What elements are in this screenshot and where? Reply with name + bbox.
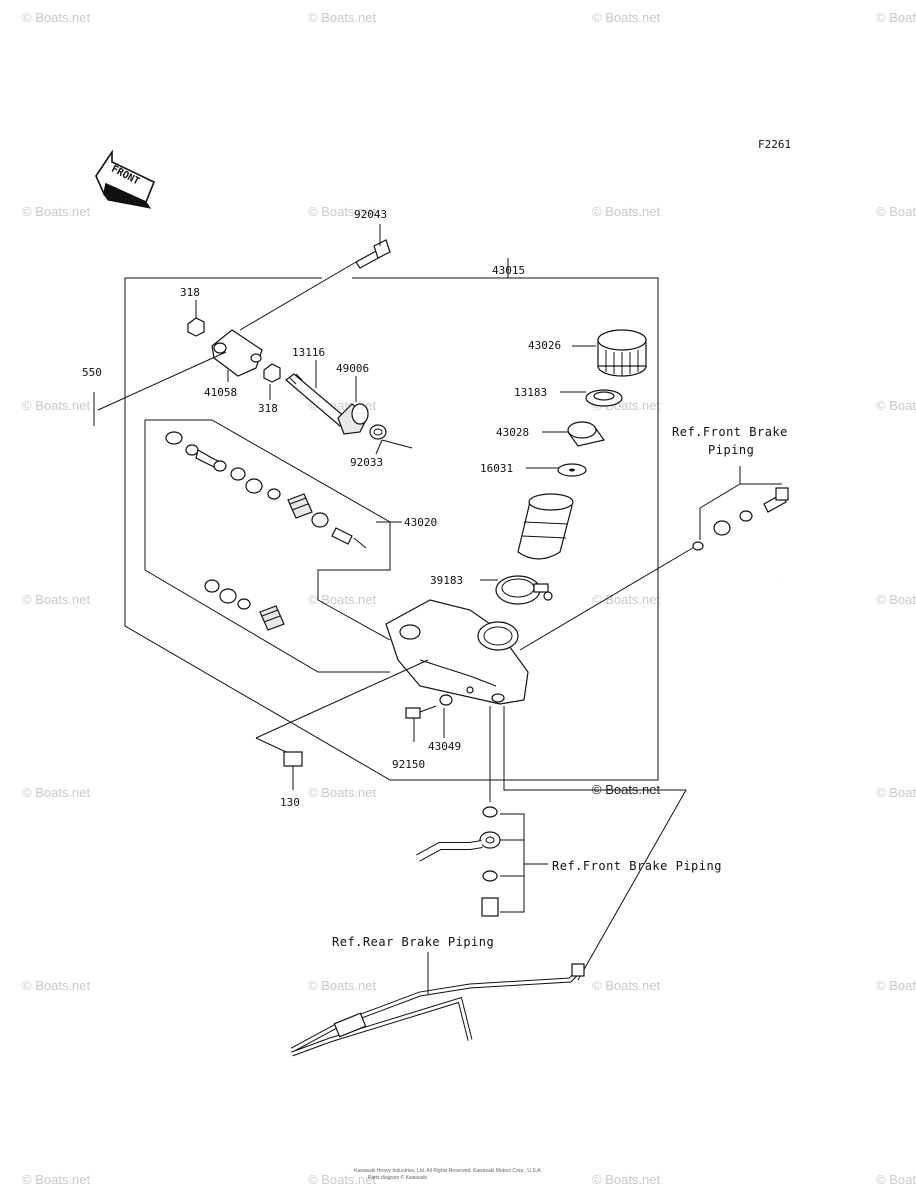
nut-318-lower — [263, 363, 281, 400]
part-labels: 92043 43015 318 550 41058 318 13116 4900… — [82, 208, 561, 809]
watermark: © Boats.net — [592, 592, 661, 607]
watermark: © Boats.net — [592, 10, 661, 25]
label-43020: 43020 — [404, 516, 437, 529]
nut-318-top — [187, 300, 205, 337]
label-318-top: 318 — [180, 286, 200, 299]
label-130: 130 — [280, 796, 300, 809]
label-16031: 16031 — [480, 462, 513, 475]
watermark: © Boats.net — [876, 978, 916, 993]
ref-front-brake-mid: Ref.Front Brake Piping — [552, 859, 722, 873]
rear-brake-piping — [290, 952, 585, 1057]
watermark: © Boats.net — [876, 1172, 916, 1187]
label-43015: 43015 — [492, 264, 525, 277]
label-39183: 39183 — [430, 574, 463, 587]
watermark: © Boats.net — [22, 204, 91, 219]
clamp-39183 — [480, 575, 553, 605]
label-43049: 43049 — [428, 740, 461, 753]
reservoir-hose — [517, 493, 574, 560]
watermark: © Boats.net — [22, 1172, 91, 1187]
watermark-dark: © Boats.net — [592, 782, 661, 797]
watermark: © Boats.net — [22, 398, 91, 413]
boot-49006 — [337, 376, 369, 435]
label-92150: 92150 — [392, 758, 425, 771]
watermark: © Boats.net — [308, 1172, 377, 1187]
watermark: © Boats.net — [876, 398, 916, 413]
reference-labels: Ref.Front Brake Piping Ref.Front Brake P… — [332, 425, 788, 949]
bolt-92150 — [405, 705, 437, 742]
label-41058: 41058 — [204, 386, 237, 399]
watermark: © Boats.net — [22, 978, 91, 993]
watermark-grid: © Boats.net © Boats.net © Boats.net © Bo… — [22, 10, 916, 1187]
front-brake-piping-mid — [416, 806, 548, 917]
watermark: © Boats.net — [592, 204, 661, 219]
washer-43049 — [439, 694, 453, 738]
label-318-lower: 318 — [258, 402, 278, 415]
watermark: © Boats.net — [876, 592, 916, 607]
watermark: © Boats.net — [22, 592, 91, 607]
watermark: © Boats.net — [22, 10, 91, 25]
front-arrow-icon: FRONT — [95, 149, 156, 209]
piston-kit-outline — [144, 419, 402, 673]
watermark: © Boats.net — [876, 10, 916, 25]
label-43028: 43028 — [496, 426, 529, 439]
watermark: © Boats.net — [876, 204, 916, 219]
label-92033: 92033 — [350, 456, 383, 469]
plate-13183 — [560, 389, 623, 407]
bolt-130 — [255, 659, 429, 790]
label-49006: 49006 — [336, 362, 369, 375]
ref-front-brake-top-line1: Ref.Front Brake — [672, 425, 788, 439]
ref-rear-brake: Ref.Rear Brake Piping — [332, 935, 494, 949]
bolt-92043 — [239, 224, 391, 331]
label-13183: 13183 — [514, 386, 547, 399]
label-92043: 92043 — [354, 208, 387, 221]
float-16031 — [526, 463, 587, 477]
watermark: © Boats.net — [308, 785, 377, 800]
copyright-line-1: Kawasaki Heavy Industries, Ltd. All Righ… — [354, 1168, 542, 1174]
front-brake-piping-top — [692, 466, 789, 586]
label-550: 550 — [82, 366, 102, 379]
snap-ring-92033 — [369, 424, 413, 455]
label-13116: 13116 — [292, 346, 325, 359]
watermark: © Boats.net — [308, 204, 377, 219]
copyright-line-2: Parts diagram © Kawasaki — [368, 1174, 427, 1181]
watermark: © Boats.net — [876, 785, 916, 800]
figure-code: F2261 — [758, 138, 791, 151]
watermark: © Boats.net — [308, 978, 377, 993]
label-43026: 43026 — [528, 339, 561, 352]
watermark: © Boats.net — [308, 10, 377, 25]
clevis-41058 — [211, 329, 263, 382]
watermark: © Boats.net — [592, 1172, 661, 1187]
assembly-outline — [124, 258, 659, 781]
piston-kit-43020 — [165, 431, 367, 631]
diaphragm-43028 — [542, 421, 606, 447]
reservoir-cap-43026 — [572, 329, 647, 377]
ref-front-brake-top-line2: Piping — [708, 443, 754, 457]
watermark: © Boats.net — [592, 978, 661, 993]
watermark: © Boats.net — [22, 785, 91, 800]
master-cylinder-body — [385, 599, 529, 705]
watermark: © Boats.net — [308, 592, 377, 607]
